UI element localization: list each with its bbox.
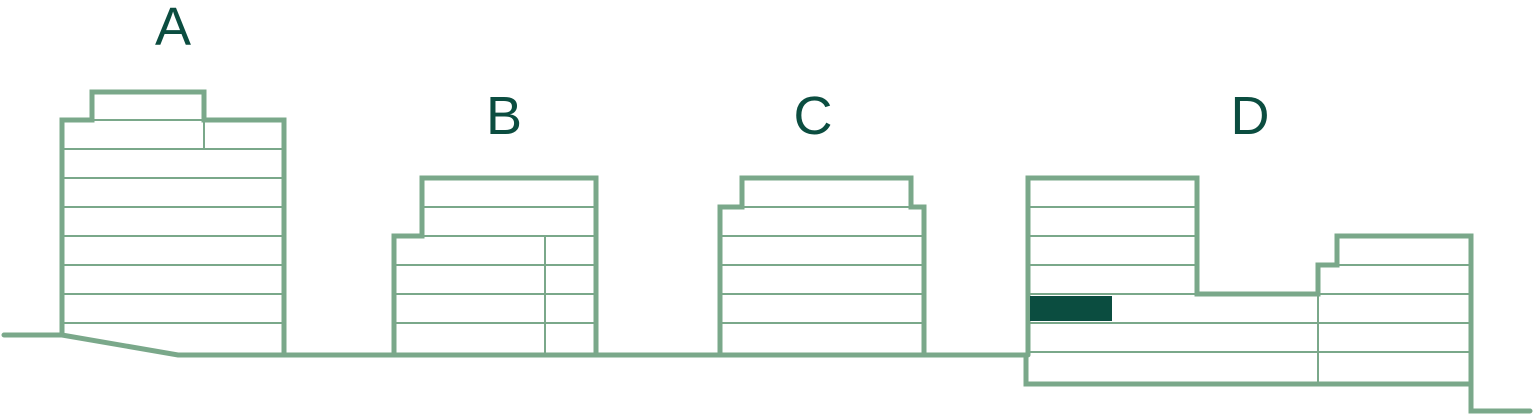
building-c: C	[717, 86, 927, 358]
building-b: B	[391, 86, 599, 358]
building-d: D	[1025, 86, 1474, 387]
building-d-floors	[1028, 206, 1471, 384]
building-b-outline	[391, 175, 599, 358]
building-b-label: B	[486, 86, 522, 146]
building-d-outline	[1025, 175, 1474, 387]
building-a: A	[59, 0, 287, 358]
highlighted-unit	[1030, 296, 1112, 321]
building-a-floors	[62, 119, 284, 324]
building-c-floors	[720, 206, 924, 324]
building-d-label: D	[1231, 86, 1270, 146]
building-a-outline	[59, 89, 287, 358]
building-b-floors	[394, 206, 596, 355]
building-a-label: A	[155, 0, 191, 57]
building-c-label: C	[794, 86, 833, 146]
ground-line	[1, 332, 1533, 414]
building-c-outline	[717, 175, 927, 358]
